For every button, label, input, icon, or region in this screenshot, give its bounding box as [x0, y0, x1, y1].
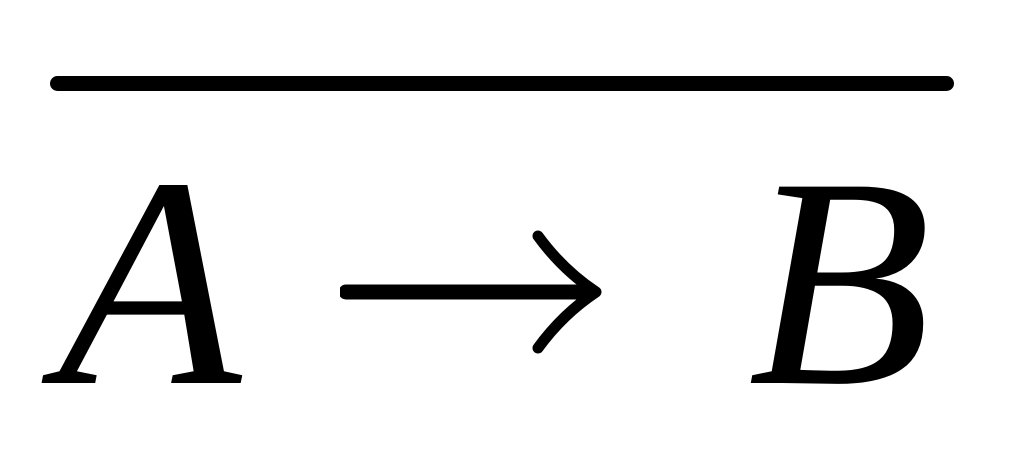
- right-operand: B: [748, 116, 932, 448]
- implication-arrow-icon: →: [340, 230, 602, 354]
- left-operand: A: [58, 116, 242, 448]
- negation-overline: [50, 76, 954, 91]
